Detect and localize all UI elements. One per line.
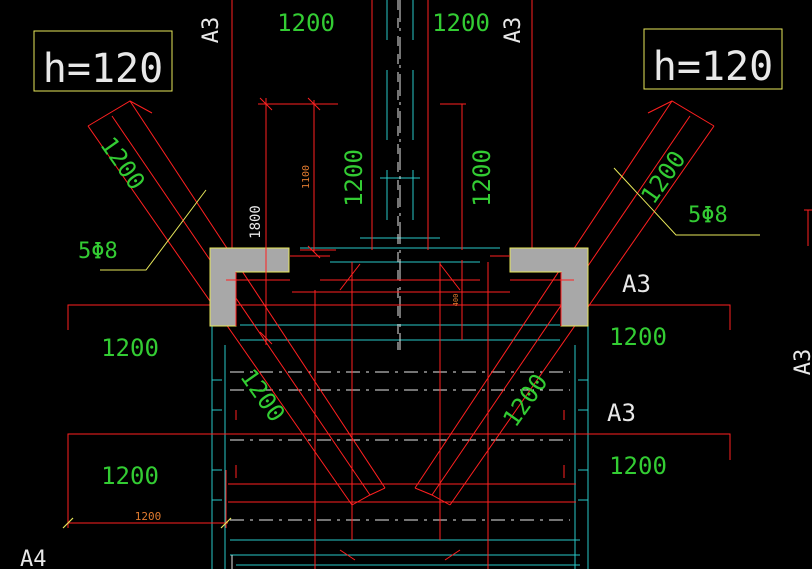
dim-label-top-right: 1200 <box>432 9 490 37</box>
axis-label-a3-top-right: A3 <box>501 17 526 44</box>
dim-label-1100: 1100 <box>301 165 312 189</box>
axis-label-a3-upper: A3 <box>622 270 651 298</box>
thickness-label-right: h=120 <box>653 44 773 90</box>
thickness-label-left: h=120 <box>43 46 163 92</box>
thickness-box-left: h=120 <box>33 30 173 92</box>
dim-label-bottom: 1200 <box>135 510 162 523</box>
dim-label-top-left: 1200 <box>277 9 335 37</box>
dim-label-flight-lower-right: 1200 <box>497 369 553 432</box>
dim-label-upper-right: 1200 <box>609 323 667 351</box>
dim-label-flight-lower-left: 1200 <box>235 364 291 427</box>
dimension-lines <box>67 97 510 528</box>
dim-label-flight-upper-left: 1200 <box>95 132 151 195</box>
leader-lines <box>100 167 760 271</box>
cyan-grid-lines <box>211 0 589 569</box>
thickness-box-right: h=120 <box>643 28 783 90</box>
rebar-label-right: 5Φ8 <box>688 203 728 228</box>
dim-label-wall-left: 1200 <box>340 149 368 207</box>
dim-label-1800: 1800 <box>248 205 264 239</box>
rebar-label-left: 5Φ8 <box>78 239 118 264</box>
dim-label-small: 400 <box>452 294 460 307</box>
dim-label-lower-right: 1200 <box>609 452 667 480</box>
dim-label-upper-left: 1200 <box>101 334 159 362</box>
axis-label-a3-lower: A3 <box>607 399 636 427</box>
axis-label-a3-edge: A3 <box>791 349 812 376</box>
red-structure-lines <box>67 0 731 569</box>
dim-label-wall-right: 1200 <box>468 149 496 207</box>
dim-label-flight-upper-right: 1200 <box>635 146 691 209</box>
right-edge-marker <box>804 209 812 246</box>
dim-label-lower-left: 1200 <box>101 462 159 490</box>
dimension-ticks <box>62 517 232 529</box>
axis-label-a3-top-left: A3 <box>199 17 224 44</box>
axis-label-a4: A4 <box>20 547 47 569</box>
left-landing-slab <box>209 247 290 327</box>
right-landing-slab <box>509 247 589 327</box>
